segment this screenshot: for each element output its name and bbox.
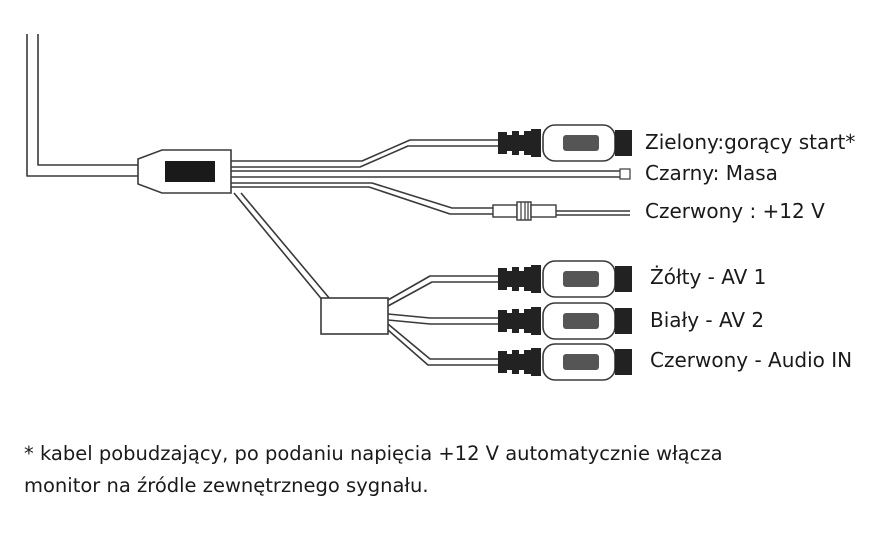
rca-plug-green <box>498 124 632 162</box>
wire-red-audio <box>387 323 498 366</box>
label-red-power: Czerwony : +12 V <box>645 199 825 223</box>
wire-white <box>387 313 498 325</box>
main-splitter-label-block <box>165 161 215 182</box>
wire-black <box>231 170 630 178</box>
wire-to-av-splitter <box>233 192 331 303</box>
wire-red-power <box>231 182 493 215</box>
label-black: Czarny: Masa <box>645 161 778 185</box>
label-yellow: Żółty - AV 1 <box>650 265 767 289</box>
main-cable <box>26 34 138 177</box>
wire-green <box>231 139 500 168</box>
label-white: Biały - AV 2 <box>650 308 765 332</box>
av-splitter <box>320 297 389 335</box>
footnote-line-1: * kabel pobudzający, po podaniu napięcia… <box>24 442 723 465</box>
label-green: Zielony:gorący start* <box>645 130 856 154</box>
rca-plug-yellow <box>498 260 632 298</box>
black-wire-end <box>619 168 631 180</box>
wire-yellow <box>387 275 498 307</box>
footnote: * kabel pobudzający, po podaniu napięcia… <box>24 438 884 502</box>
wire-red-power-tail <box>556 210 630 216</box>
label-red-audio: Czerwony - Audio IN <box>650 348 853 372</box>
rca-plug-red-audio <box>498 343 632 381</box>
rca-plug-white <box>498 302 632 340</box>
footnote-line-2: monitor na źródle zewnętrznego sygnału. <box>24 474 429 497</box>
